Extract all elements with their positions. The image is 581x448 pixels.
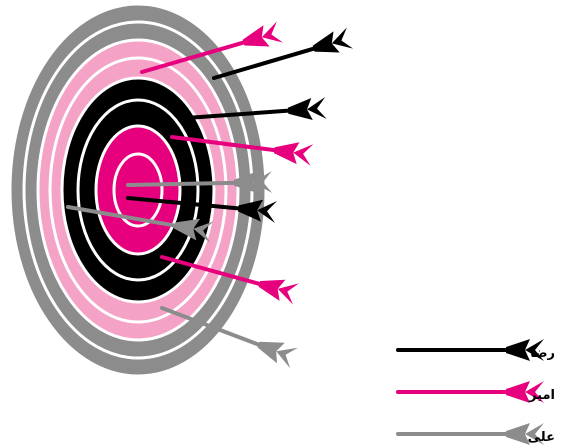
legend-arrow-amir xyxy=(398,381,544,403)
legend: رضا امیر علی xyxy=(398,339,555,445)
legend-item-ali: علی xyxy=(398,423,555,445)
legend-arrow-reza xyxy=(398,339,544,361)
legend-label-reza: رضا xyxy=(530,346,555,361)
arrow-reza-2-feathers xyxy=(313,27,353,52)
arrow-reza-2 xyxy=(214,27,353,78)
legend-amir-arrow-shape xyxy=(398,381,544,403)
arrow-reza-3-feathers xyxy=(288,97,327,120)
legend-ali-arrow-shape xyxy=(398,423,544,445)
arrow-amir-1-feathers xyxy=(243,21,283,46)
arrow-ali-9-feathers xyxy=(257,342,298,369)
legend-reza-arrow-shape xyxy=(398,339,544,361)
legend-label-amir: امیر xyxy=(528,388,555,403)
arrow-amir-8-feathers xyxy=(259,280,299,305)
target xyxy=(10,4,266,376)
arrow-ali-5-shaft xyxy=(128,183,238,185)
legend-label-ali: علی xyxy=(528,430,555,445)
legend-arrow-ali xyxy=(398,423,544,445)
legend-item-reza: رضا xyxy=(398,339,555,361)
legend-item-amir: امیر xyxy=(398,381,555,403)
arrow-amir-4-feathers xyxy=(274,142,314,166)
